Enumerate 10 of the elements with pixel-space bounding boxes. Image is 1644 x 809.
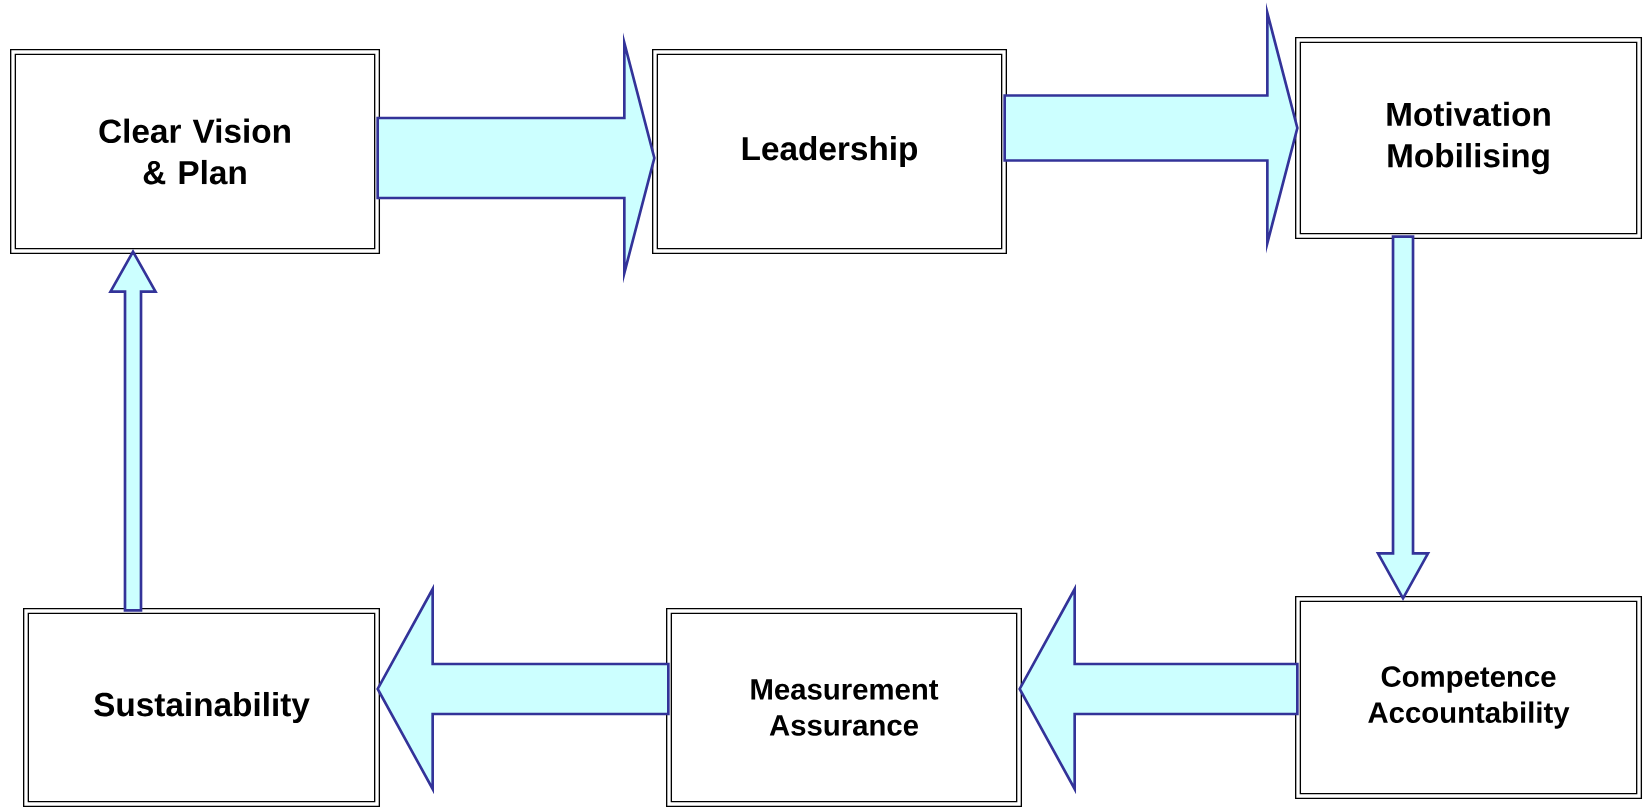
process-box: Clear Vision & Plan [10, 49, 380, 254]
process-box: Leadership [652, 49, 1007, 254]
process-box: Competence Accountability [1295, 596, 1642, 799]
process-box: Measurement Assurance [666, 608, 1022, 807]
block-arrow [108, 248, 158, 612]
block-arrow [1375, 235, 1431, 602]
block-arrow [376, 583, 670, 795]
process-box: Motivation Mobilising [1295, 37, 1642, 239]
process-box: Sustainability [23, 608, 380, 807]
block-arrow [1018, 583, 1299, 795]
